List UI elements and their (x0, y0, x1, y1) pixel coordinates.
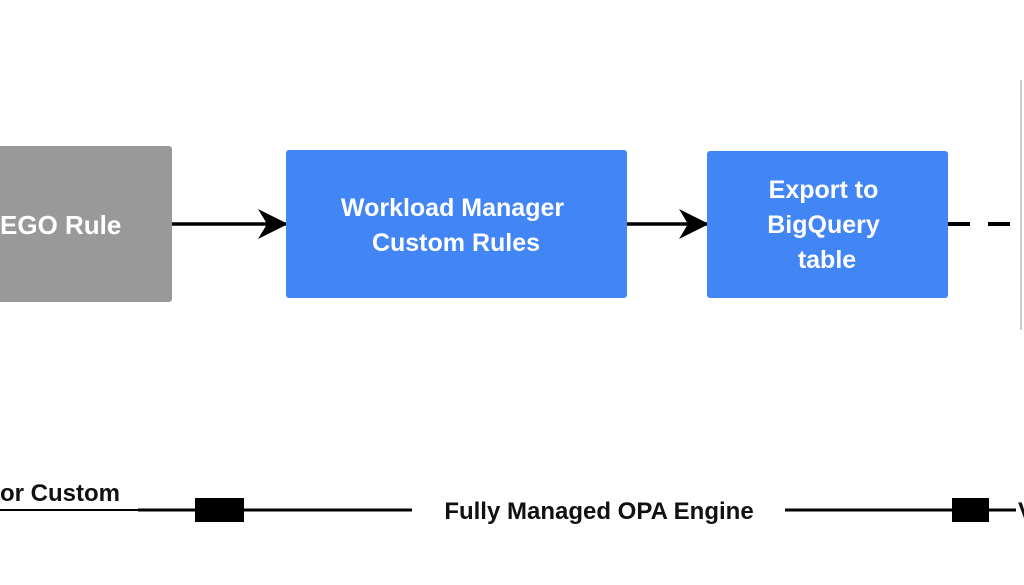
export-bigquery-box (707, 151, 948, 298)
export-bigquery-label: Export to BigQuery table (767, 176, 886, 274)
bottom-center-label: Fully Managed OPA Engine (444, 498, 753, 525)
workload-manager-box (286, 150, 627, 298)
timeline-marker-left (195, 498, 244, 522)
export-bigquery-label-line-1: Export to (769, 176, 879, 204)
export-bigquery-node: Export to BigQuery table (707, 151, 948, 298)
export-bigquery-label-line-3: table (798, 246, 856, 274)
bottom-timeline: or Custom Fully Managed OPA Engine V (0, 480, 1024, 525)
rego-rule-label: EGO Rule (0, 210, 121, 240)
workload-manager-node: Workload Manager Custom Rules (286, 150, 627, 298)
workload-manager-label: Workload Manager Custom Rules (341, 194, 571, 257)
workload-manager-label-line-2: Custom Rules (372, 229, 540, 257)
bottom-left-label: or Custom (0, 480, 120, 507)
timeline-marker-right (952, 498, 989, 522)
bottom-right-fragment: V (1018, 498, 1024, 525)
export-bigquery-label-line-2: BigQuery (767, 211, 880, 239)
rego-rule-node: EGO Rule (0, 146, 172, 302)
workload-manager-label-line-1: Workload Manager (341, 194, 564, 222)
rego-rule-box (0, 146, 172, 302)
